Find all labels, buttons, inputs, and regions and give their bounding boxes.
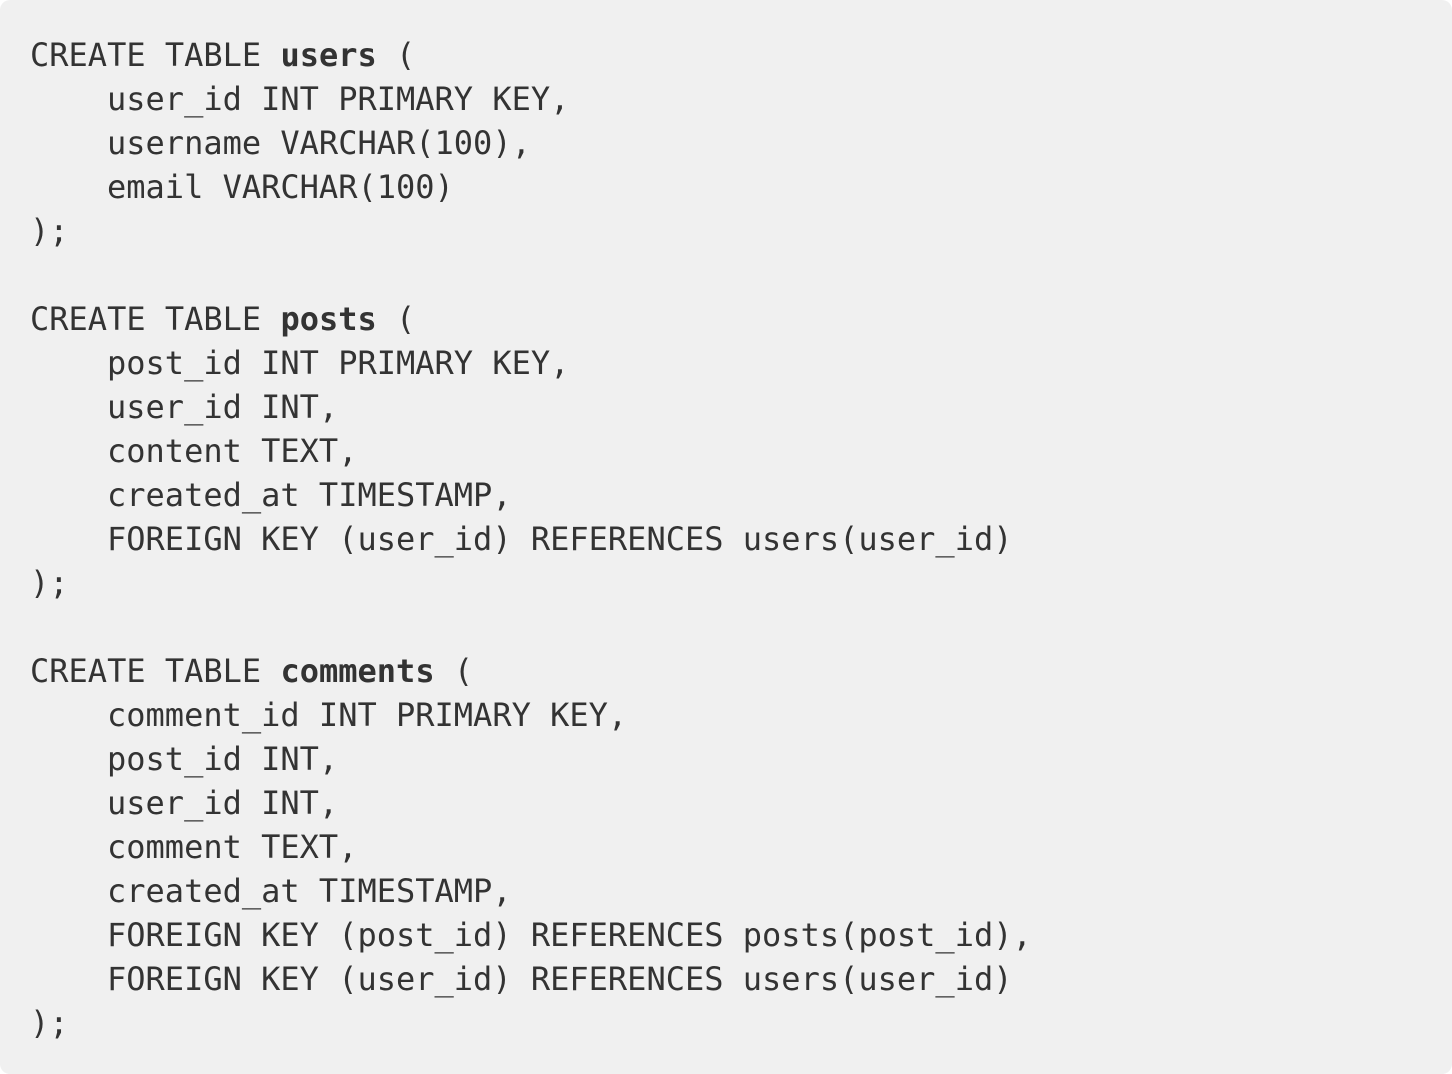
column-definition: user_id INT,: [107, 388, 339, 426]
foreign-key-definition: FOREIGN KEY (user_id) REFERENCES users(u…: [107, 960, 1013, 998]
statement-close: );: [30, 564, 69, 602]
create-table-posts-line: CREATE TABLE posts (: [30, 297, 1422, 341]
column-definition: post_id INT PRIMARY KEY,: [107, 344, 570, 382]
foreign-key-definition: FOREIGN KEY (user_id) REFERENCES users(u…: [107, 520, 1013, 558]
open-paren: (: [434, 652, 474, 690]
create-table-keyword: CREATE TABLE: [30, 652, 281, 690]
statement-close: );: [30, 1004, 69, 1042]
column-definition: content TEXT,: [107, 432, 358, 470]
open-paren: (: [376, 36, 416, 74]
column-definition: user_id INT PRIMARY KEY,: [107, 80, 570, 118]
column-definition: created_at TIMESTAMP,: [107, 872, 512, 910]
create-table-users-line: CREATE TABLE users (: [30, 33, 1422, 77]
table-name-posts: posts: [280, 300, 377, 338]
open-paren: (: [376, 300, 416, 338]
column-definition: email VARCHAR(100): [107, 168, 454, 206]
column-definition: post_id INT,: [107, 740, 339, 778]
foreign-key-definition: FOREIGN KEY (post_id) REFERENCES posts(p…: [107, 916, 1032, 954]
blank-line: [30, 253, 1422, 297]
create-table-keyword: CREATE TABLE: [30, 36, 281, 74]
column-definition: comment TEXT,: [107, 828, 358, 866]
create-table-comments-line: CREATE TABLE comments (: [30, 649, 1422, 693]
blank-line: [30, 605, 1422, 649]
create-table-keyword: CREATE TABLE: [30, 300, 281, 338]
column-definition: comment_id INT PRIMARY KEY,: [107, 696, 628, 734]
statement-close: );: [30, 212, 69, 250]
column-definition: user_id INT,: [107, 784, 339, 822]
table-name-comments: comments: [280, 652, 435, 690]
column-definition: username VARCHAR(100),: [107, 124, 531, 162]
table-name-users: users: [280, 36, 377, 74]
column-definition: created_at TIMESTAMP,: [107, 476, 512, 514]
